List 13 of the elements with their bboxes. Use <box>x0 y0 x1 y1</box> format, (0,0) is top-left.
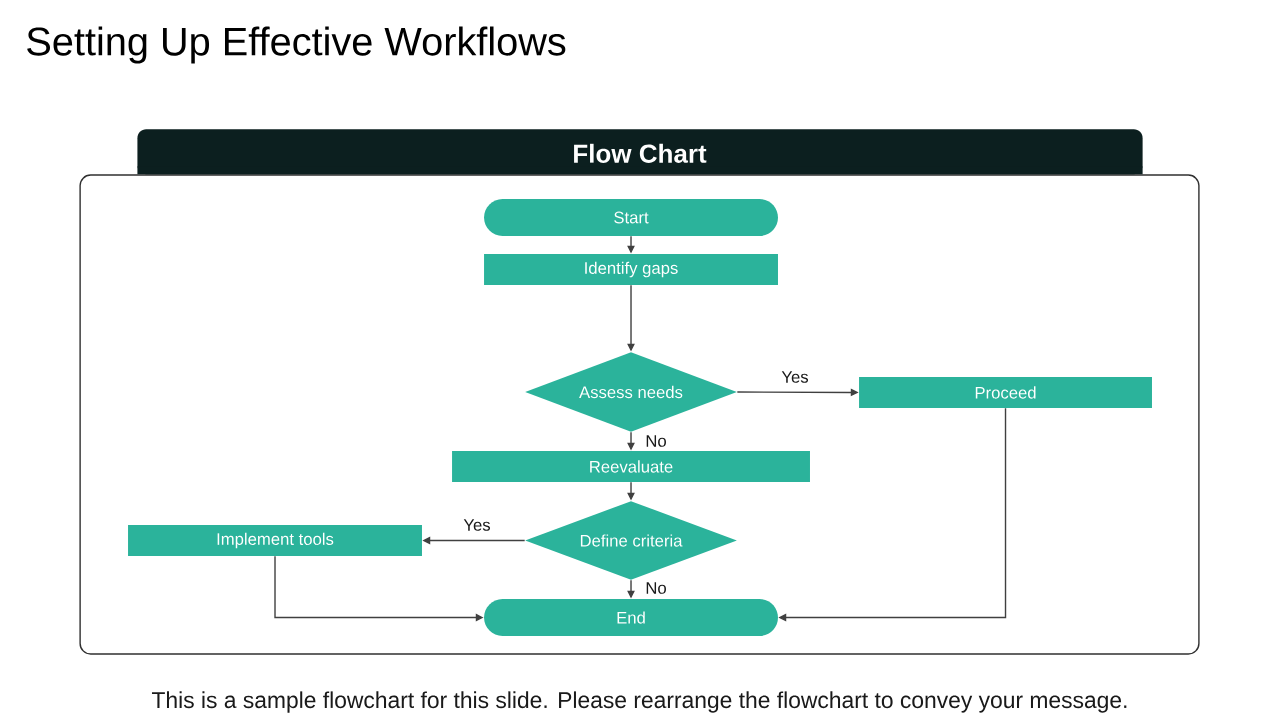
terminator-box: Start <box>484 199 778 236</box>
edge-label: Yes <box>779 369 811 385</box>
caption: This is a sample flowchart for this slide. Please rearrange the flowchart to convey your message. <box>152 691 1127 713</box>
process-box: Proceed <box>859 377 1152 408</box>
edge-label: Yes <box>461 517 493 533</box>
title: Setting Up Effective Workflows <box>27 26 566 64</box>
edge-label: No <box>643 580 669 596</box>
process-box: Identify gaps <box>484 254 778 285</box>
edge-label: No <box>643 433 669 449</box>
process-box: Reevaluate <box>452 451 810 482</box>
node-label: Flow Chart <box>574 143 707 163</box>
terminator-box: End <box>484 599 778 636</box>
process-box: Implement tools <box>128 525 422 556</box>
